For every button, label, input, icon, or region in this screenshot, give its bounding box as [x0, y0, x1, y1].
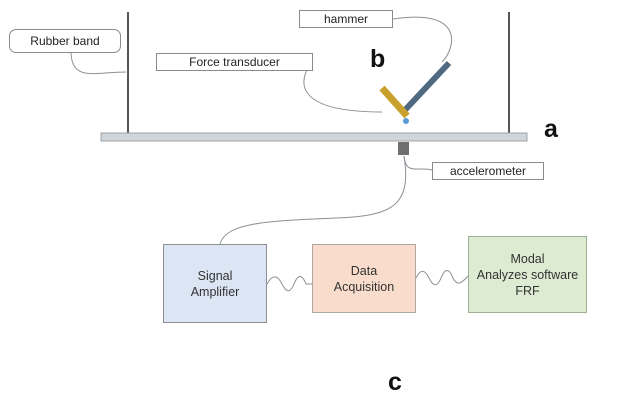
signal-amplifier-block: Signal Amplifier	[163, 244, 267, 323]
force-transducer-label: Force transducer	[156, 53, 313, 71]
daq-to-modal-wire	[415, 270, 469, 286]
hammer-head	[379, 85, 410, 119]
hammer-tip	[403, 118, 409, 124]
panel-tag-c: c	[388, 368, 402, 396]
test-beam	[100, 132, 528, 142]
panel-tag-a: a	[544, 115, 558, 143]
amplifier-to-daq-wire	[266, 276, 312, 292]
data-acquisition-block: Data Acquisition	[312, 244, 416, 313]
modal-analysis-software-text: Modal Analyzes software FRF	[476, 251, 579, 298]
hammer-label: hammer	[299, 10, 393, 28]
accelerometer-leader	[403, 155, 433, 171]
accelerometer-sensor	[398, 142, 409, 155]
hammer-leader	[392, 16, 453, 63]
rubber-band-leader	[70, 52, 127, 75]
signal-amplifier-text: Signal Amplifier	[190, 268, 240, 299]
hammer-handle	[402, 60, 452, 113]
accelerometer-label: accelerometer	[432, 162, 544, 180]
accelerometer-to-amplifier-wire	[219, 155, 407, 245]
data-acquisition-text: Data Acquisition	[333, 263, 395, 294]
panel-tag-b: b	[370, 45, 386, 73]
modal-analysis-software-block: Modal Analyzes software FRF	[468, 236, 587, 313]
rubber-band-label: Rubber band	[9, 29, 121, 53]
